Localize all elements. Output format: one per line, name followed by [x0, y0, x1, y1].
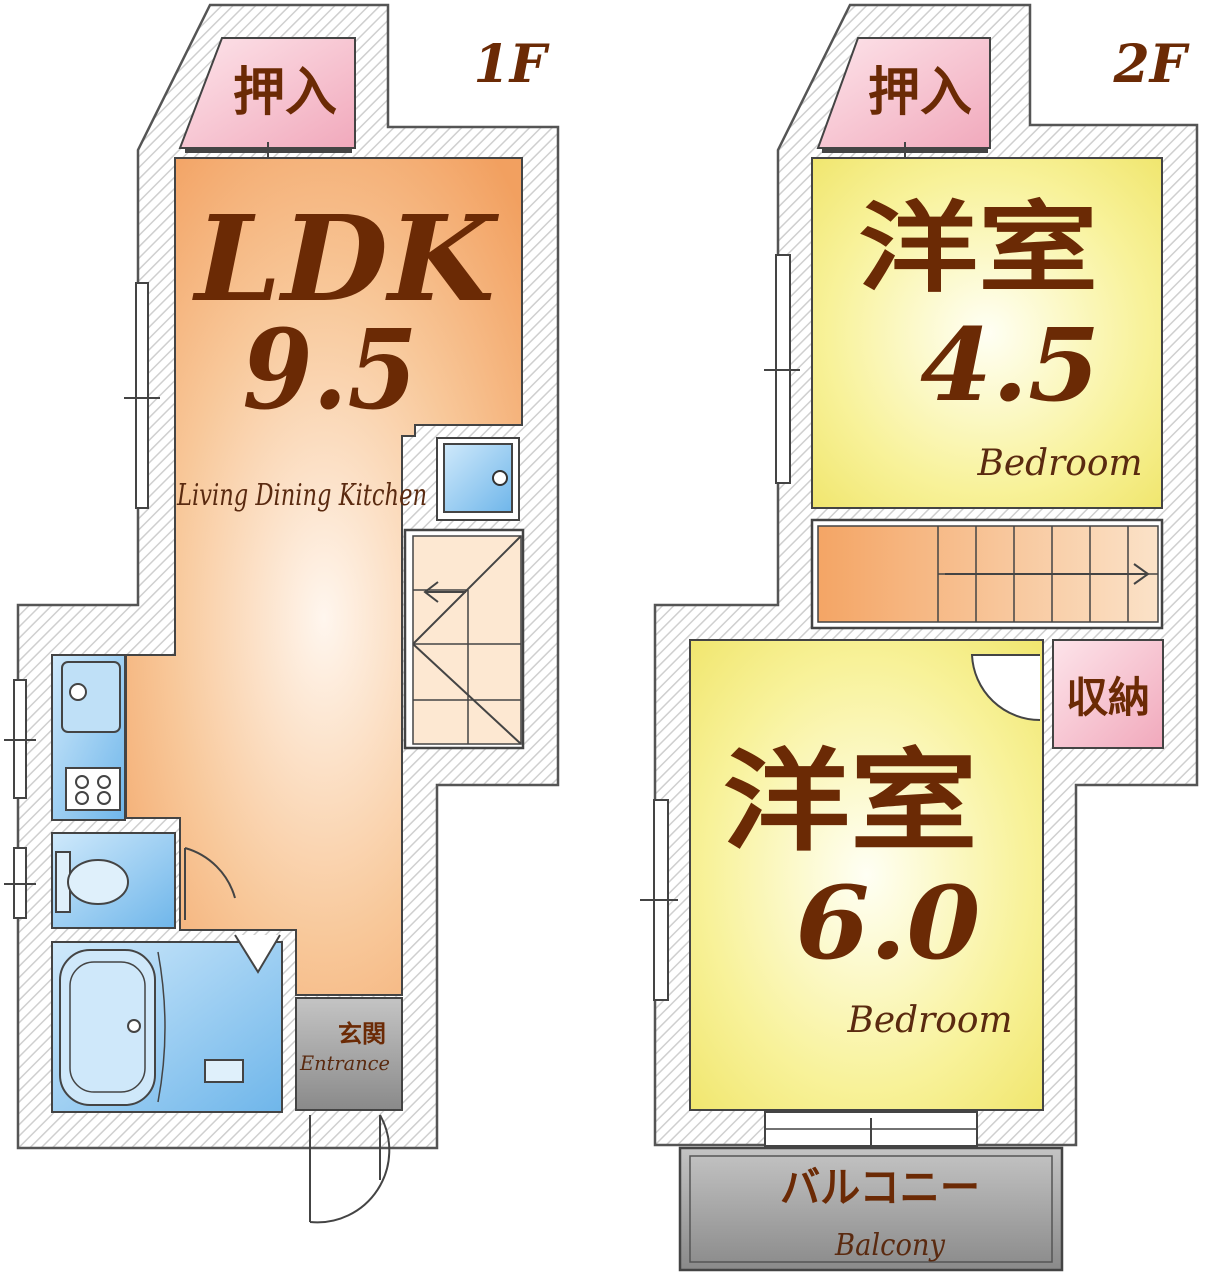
- drain-icon: [492, 470, 508, 486]
- toilet-icon: [67, 859, 129, 905]
- stove-icon: [65, 767, 121, 811]
- balcony-en-label: Balcony: [834, 1228, 946, 1263]
- ldk-size: 9.5: [243, 305, 418, 434]
- bathroom-door: [234, 934, 281, 974]
- bedroom-6-0-en: Bedroom: [847, 1000, 1013, 1041]
- floor-1f: 押入 LDK 9.5 Living Dining Kitchen: [4, 3, 560, 1224]
- bathtub-icon: [59, 949, 156, 1106]
- storage-label: 収納: [1066, 673, 1150, 722]
- closet-1f-label: 押入: [233, 62, 337, 123]
- balcony: [678, 1146, 1064, 1272]
- entrance-en-label: Entrance: [299, 1051, 390, 1075]
- closet-2f: [816, 37, 991, 149]
- floor-2f: 押入 洋室 4.5 Bedroom 洋室 6.0 Bedroom: [640, 3, 1199, 1272]
- stairs-2f: [810, 518, 1164, 630]
- bedroom-6-0-jp: 洋室: [723, 737, 978, 866]
- bedroom-4-5-jp: 洋室: [858, 191, 1098, 306]
- entrance-door: [309, 1114, 391, 1224]
- storage-door: [970, 654, 1041, 722]
- floor-1f-label: 1F: [473, 34, 549, 95]
- ldk-title: LDK: [192, 189, 500, 328]
- bedroom-6-0-size: 6.0: [796, 864, 981, 982]
- stair-arrow-icon: [423, 581, 466, 603]
- stair-arrow-2f-icon: [945, 563, 1150, 585]
- storage: [1052, 639, 1164, 749]
- closet-1f: [178, 37, 356, 149]
- washbasin-icon: [204, 1059, 244, 1083]
- balcony-jp-label: バルコニー: [780, 1163, 980, 1212]
- bedroom-4-5: [811, 157, 1163, 509]
- sink-icon: [61, 661, 121, 733]
- entrance-area: [295, 997, 403, 1111]
- toilet-door: [184, 847, 236, 920]
- bedroom-4-5-size: 4.5: [920, 306, 1100, 424]
- ldk-subtitle: Living Dining Kitchen: [176, 478, 427, 513]
- bathroom: [51, 934, 283, 1113]
- bedroom-6-0: [689, 639, 1044, 1111]
- stairs-1f: [403, 528, 525, 750]
- entrance-jp-label: 玄関: [338, 1019, 386, 1048]
- kitchen-counter: [51, 654, 126, 821]
- window-ldk-left: [135, 282, 149, 509]
- toilet-room: [51, 832, 236, 929]
- bedroom-4-5-en: Bedroom: [977, 443, 1143, 484]
- floor-2f-label: 2F: [1112, 34, 1189, 95]
- closet-2f-label: 押入: [868, 62, 972, 123]
